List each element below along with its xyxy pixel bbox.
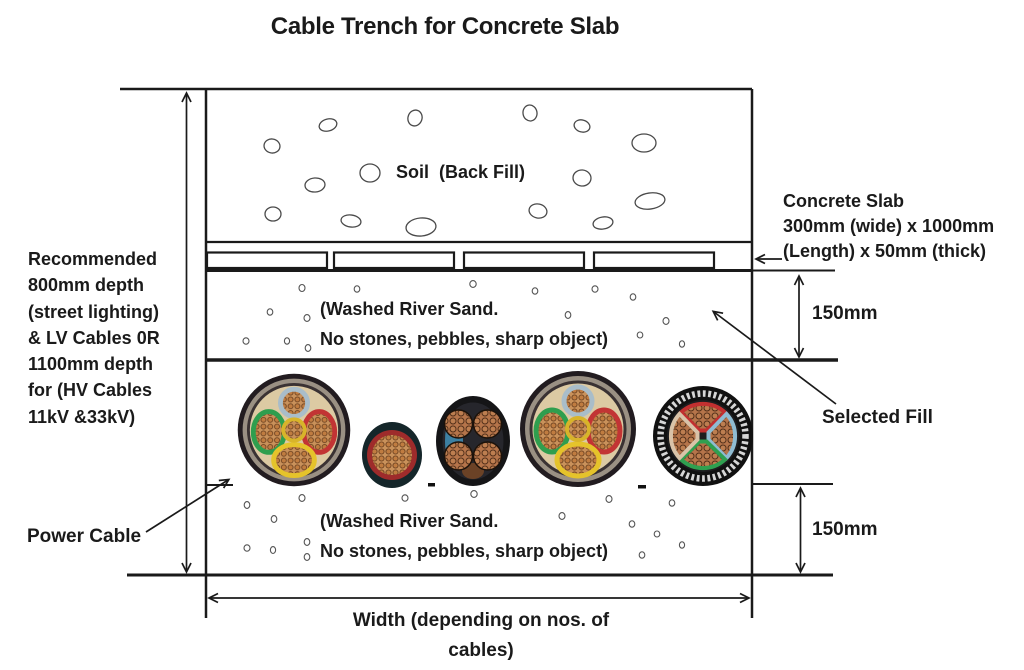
concrete-slab-note: Concrete Slab 300mm (wide) x 1000mm (Len… bbox=[783, 189, 994, 264]
diagram-title: Cable Trench for Concrete Slab bbox=[270, 13, 620, 40]
cable-image-1-four-core-armoured bbox=[238, 374, 351, 487]
width-note-line: Width (depending on nos. of bbox=[352, 610, 610, 631]
depth-note-line: & LV Cables 0R bbox=[28, 327, 160, 348]
depth-note-line: 11kV &33kV) bbox=[28, 406, 136, 427]
sand-note-line: No stones, pebbles, sharp object) bbox=[320, 540, 609, 561]
power-cable-leader-arrow bbox=[145, 478, 231, 533]
depth-note-line: 800mm depth bbox=[28, 275, 145, 296]
depth-note-line: (street lighting) bbox=[28, 301, 159, 322]
concrete-slab-segment bbox=[332, 251, 456, 270]
lower-sand-note: (Washed River Sand. No stones, pebbles, … bbox=[320, 507, 608, 566]
depth-note-line: Recommended bbox=[28, 249, 158, 269]
upper-sand-grains bbox=[242, 280, 686, 352]
selected-fill-leader-arrow bbox=[711, 310, 837, 405]
depth-recommendation-note: Recommended 800mm depth (street lighting… bbox=[28, 246, 160, 430]
depth-note-line: for (HV Cables bbox=[28, 380, 153, 401]
power-cable-label: Power Cable bbox=[27, 526, 142, 547]
selected-fill-label: Selected Fill bbox=[822, 407, 933, 428]
concrete-slab-segment bbox=[205, 251, 329, 270]
cable-image-2-single-core bbox=[362, 422, 422, 488]
trench-outline bbox=[120, 87, 838, 618]
concrete-slab-segments bbox=[205, 251, 716, 270]
upper-sand-thickness-label: 150mm bbox=[812, 303, 878, 324]
soil-backfill-label: Soil (Back Fill) bbox=[396, 162, 526, 182]
width-note-line: cables) bbox=[448, 640, 514, 661]
cable-image-5-sector-armoured bbox=[653, 386, 753, 486]
concrete-slab-segment bbox=[462, 251, 586, 270]
upper-sand-note: (Washed River Sand. No stones, pebbles, … bbox=[320, 295, 608, 354]
lower-sand-thickness-label: 150mm bbox=[812, 519, 878, 540]
sand-note-line: (Washed River Sand. bbox=[320, 511, 499, 531]
concrete-slab-note-line: (Length) x 50mm (thick) bbox=[783, 241, 987, 261]
depth-note-line: 1100mm depth bbox=[28, 354, 154, 375]
cable-image-4-four-core-armoured bbox=[520, 371, 636, 487]
lower-sand-grains bbox=[243, 490, 686, 561]
cable-image-3-four-core-round bbox=[436, 396, 510, 486]
concrete-slab-segment bbox=[592, 251, 716, 270]
sand-note-line: (Washed River Sand. bbox=[320, 299, 499, 319]
concrete-slab-note-line: Concrete Slab bbox=[783, 191, 905, 211]
concrete-slab-note-line: 300mm (wide) x 1000mm bbox=[783, 216, 995, 236]
separator-dash bbox=[428, 483, 435, 487]
sand-note-line: No stones, pebbles, sharp object) bbox=[320, 328, 609, 349]
dimension-arrows bbox=[145, 91, 837, 604]
width-note: Width (depending on nos. of cables) bbox=[281, 606, 681, 666]
separator-dash bbox=[638, 485, 646, 489]
soil-stones bbox=[263, 104, 666, 237]
